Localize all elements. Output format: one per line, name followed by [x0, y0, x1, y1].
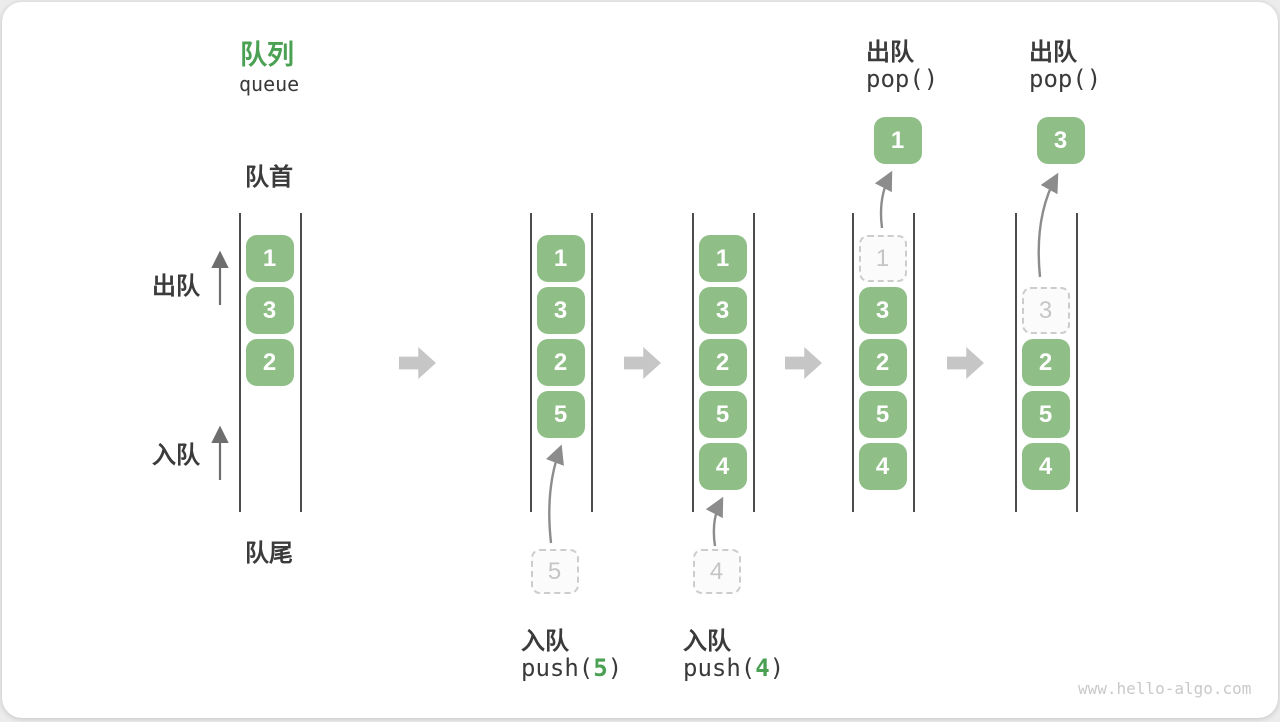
queue-state-pop-3-rail-left [1015, 213, 1017, 512]
label-queue-rear: 队尾 [245, 540, 293, 567]
curve-arrow-icon [874, 170, 893, 229]
queue-element-dashed: 1 [858, 235, 907, 282]
op-code: pop() [1029, 65, 1101, 93]
label-enqueue: 入队 [152, 442, 200, 469]
op-code-arg: 4 [755, 654, 770, 682]
queue-state-after-push-4-rail-left [692, 213, 694, 512]
queue-state-after-push-5-rail-right [591, 213, 593, 512]
op-code-text: push( [683, 654, 756, 682]
queue-element: 5 [858, 391, 907, 438]
queue-element: 5 [1021, 391, 1070, 438]
queue-state-initial-rail-right [300, 213, 302, 512]
queue-state-after-push-5-rail-left [530, 213, 532, 512]
queue-element: 3 [245, 287, 294, 334]
queue-element: 5 [698, 391, 747, 438]
queue-element: 5 [536, 391, 585, 438]
curve-arrow-icon [705, 496, 724, 547]
op-label-zh: 入队 [683, 628, 731, 655]
op-code-arg: 5 [593, 654, 608, 682]
watermark: www.hello-algo.com [1078, 679, 1252, 698]
label-dequeue: 出队 [152, 273, 200, 300]
popped-element: 1 [873, 117, 922, 164]
op-code-text: ) [607, 654, 623, 682]
op-code: push(5) [521, 654, 622, 682]
op-code-text: push( [521, 654, 594, 682]
queue-element: 3 [698, 287, 747, 334]
op-code-text: ) [769, 654, 785, 682]
page-title-en: queue [239, 72, 300, 96]
op-label-zh: 出队 [1029, 39, 1077, 66]
queue-element: 1 [698, 235, 747, 282]
op-code-text: pop() [1029, 65, 1102, 93]
op-label-zh: 入队 [521, 628, 569, 655]
queue-element: 3 [536, 287, 585, 334]
op-label-zh: 出队 [866, 39, 914, 66]
transition-arrow-icon [947, 347, 984, 379]
transition-arrow-icon [399, 347, 436, 379]
page-title-zh: 队列 [240, 40, 294, 70]
queue-state-pop-3-rail-right [1076, 213, 1078, 512]
pending-element: 5 [530, 549, 579, 594]
curve-arrow-icon [545, 444, 564, 544]
queue-state-pop-1-rail-left [852, 213, 854, 512]
op-code: pop() [866, 65, 938, 93]
curve-arrow-icon [1037, 172, 1059, 278]
queue-element: 2 [698, 339, 747, 386]
queue-element: 2 [1021, 339, 1070, 386]
queue-element: 4 [698, 443, 747, 490]
queue-element: 1 [536, 235, 585, 282]
pending-element: 4 [692, 549, 741, 594]
queue-state-after-push-4-rail-right [753, 213, 755, 512]
queue-state-pop-1-rail-right [913, 213, 915, 512]
queue-element: 4 [1021, 443, 1070, 490]
queue-element: 2 [536, 339, 585, 386]
queue-element: 2 [858, 339, 907, 386]
op-code-text: pop() [866, 65, 939, 93]
popped-element: 3 [1036, 117, 1085, 164]
transition-arrow-icon [785, 347, 822, 379]
label-queue-front: 队首 [245, 164, 293, 191]
queue-element: 4 [858, 443, 907, 490]
queue-state-initial-rail-left [239, 213, 241, 512]
queue-element: 3 [858, 287, 907, 334]
transition-arrow-icon [624, 347, 661, 379]
queue-element-dashed: 3 [1021, 287, 1070, 334]
queue-element: 2 [245, 339, 294, 386]
op-code: push(4) [683, 654, 784, 682]
queue-element: 1 [245, 235, 294, 282]
